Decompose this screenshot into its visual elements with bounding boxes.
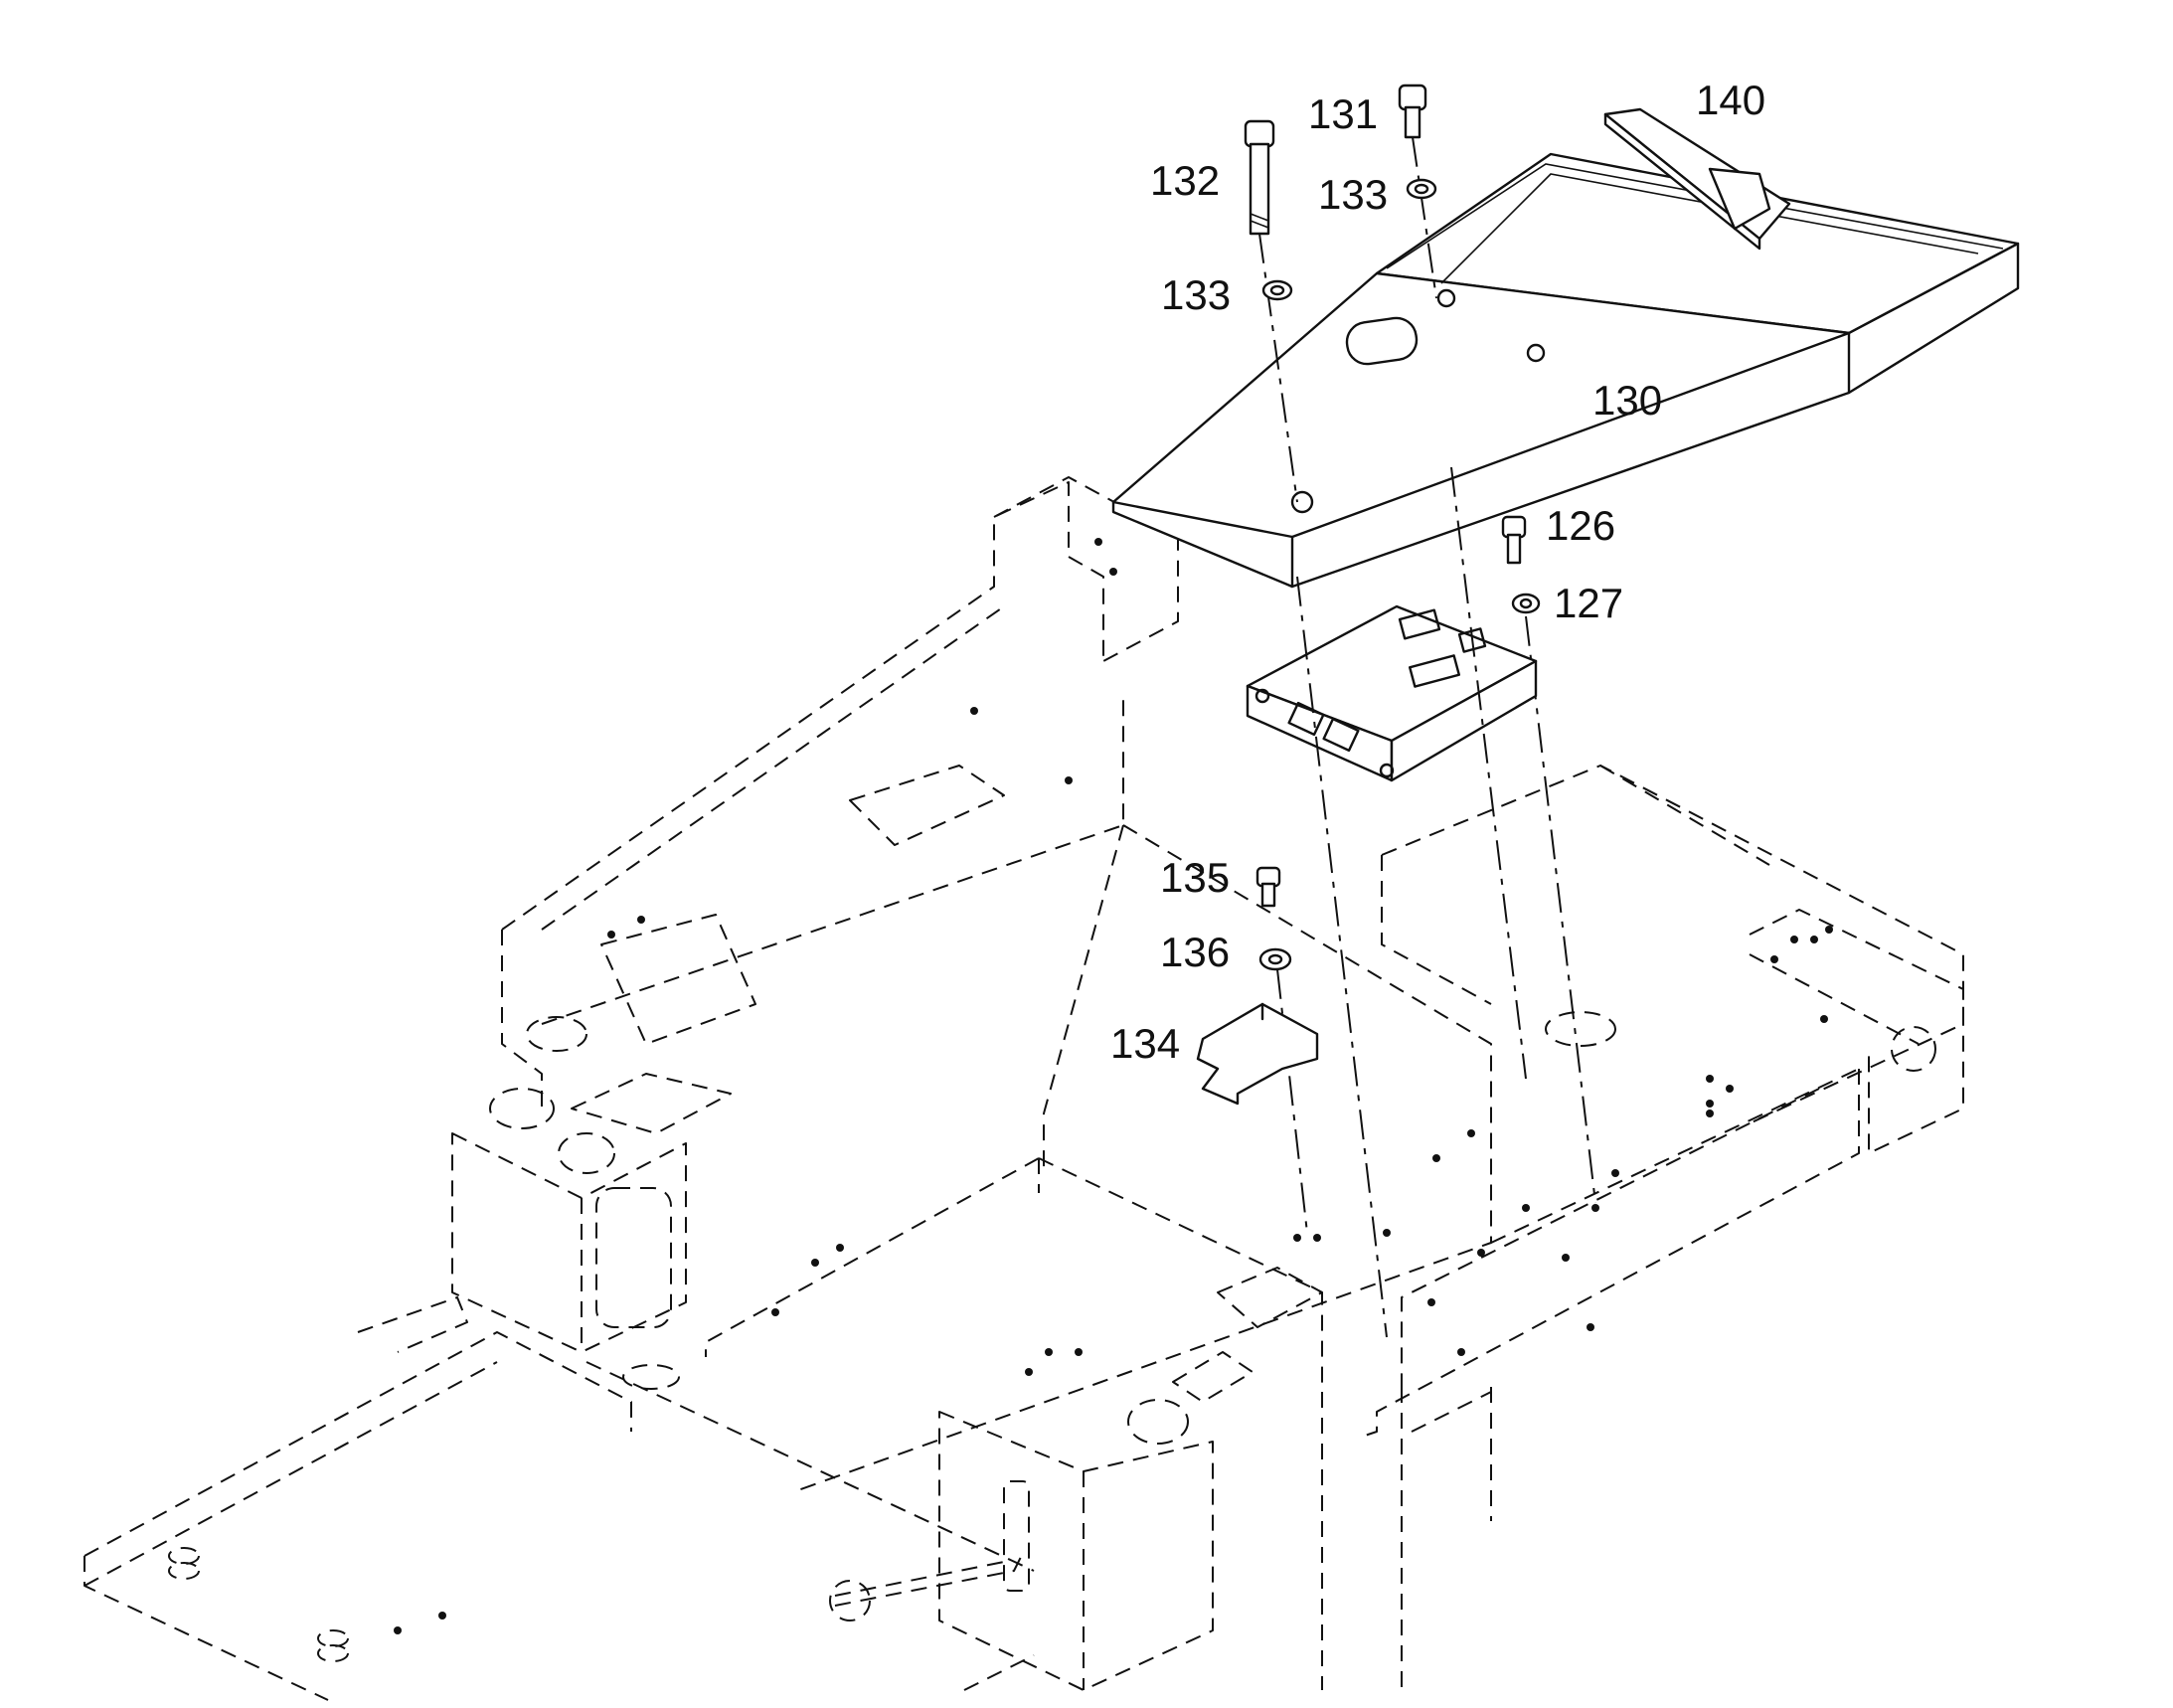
part-140-insert [1603,107,1791,251]
part-131-short-bolt [1398,84,1437,299]
part-135-bolt [1255,866,1281,908]
part-132-long-bolt [1244,119,1298,503]
callout-131: 131 [1308,90,1379,137]
part-134-bracket [1196,1002,1319,1106]
callout-130: 130 [1592,377,1663,424]
callout-140: 140 [1696,77,1766,123]
callout-135: 135 [1160,854,1231,901]
callout-132: 132 [1150,157,1221,204]
part-127-washer [1511,593,1541,614]
axis-line-135 [1276,968,1308,1234]
part-136-washer [1258,947,1292,971]
callout-133-upper: 133 [1318,171,1389,218]
part-133-washer-right [1406,178,1437,200]
callout-127: 127 [1554,580,1624,626]
axis-line-126 [1525,615,1596,1204]
axis-line-131 [1450,466,1527,1080]
part-133-washer-left [1261,279,1293,301]
chassis-frame [84,476,1964,1701]
part-130-cover-tray [1111,152,2020,589]
callout-133-lower: 133 [1161,271,1232,318]
part-126-bolt [1501,515,1527,565]
callout-126: 126 [1546,502,1616,549]
callout-134: 134 [1110,1020,1181,1067]
control-module [1246,604,1538,782]
axis-line-130 [1296,576,1388,1338]
callout-136: 136 [1160,929,1231,975]
